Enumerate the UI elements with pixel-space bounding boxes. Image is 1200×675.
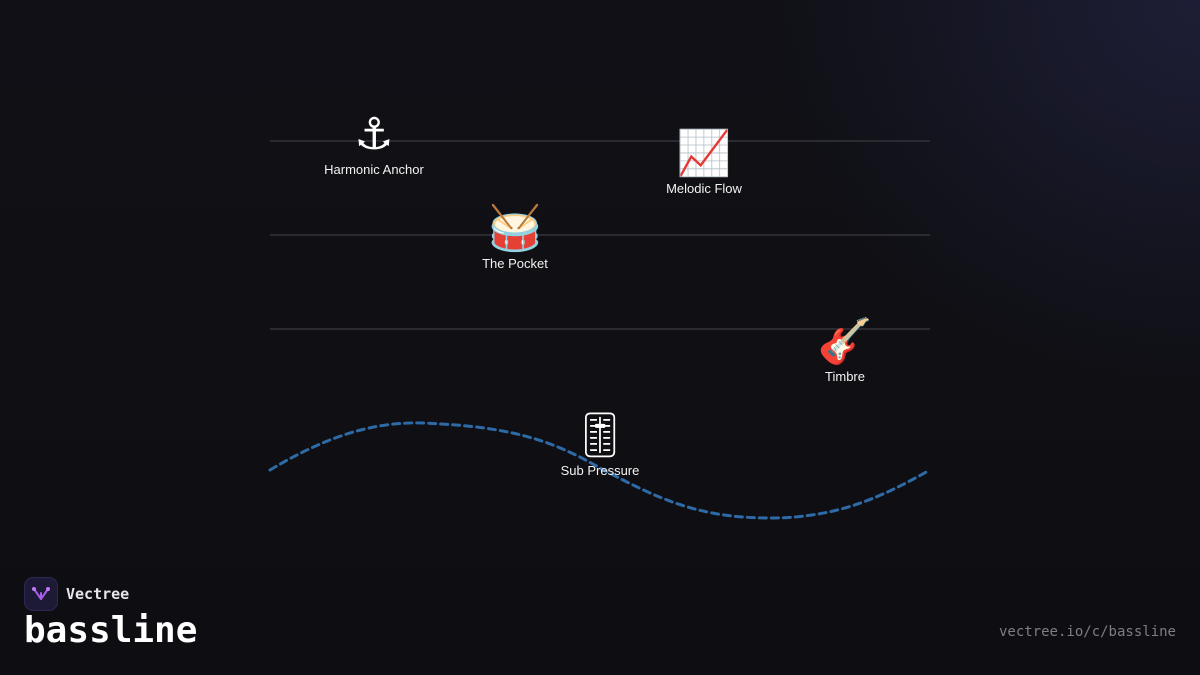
guide-line-bottom — [270, 328, 930, 330]
node-melodic-flow[interactable]: 📈 Melodic Flow — [624, 128, 784, 197]
brand: Vectree — [24, 577, 129, 611]
node-sub-pressure[interactable]: 🎚 Sub Pressure — [520, 410, 680, 479]
brand-name: Vectree — [66, 585, 130, 603]
chart-increasing-icon: 📈 — [676, 128, 732, 179]
node-label: The Pocket — [482, 256, 548, 271]
node-label: Timbre — [825, 369, 865, 384]
page-url[interactable]: vectree.io/c/bassline — [998, 624, 1176, 640]
level-slider-icon: 🎚 — [572, 410, 628, 461]
anchor-icon: ⚓ — [354, 109, 394, 160]
node-label: Melodic Flow — [666, 181, 742, 196]
node-label: Harmonic Anchor — [324, 162, 424, 177]
node-timbre[interactable]: 🎸 Timbre — [765, 316, 925, 385]
bass-wave-path — [268, 421, 932, 520]
guitar-icon: 🎸 — [817, 316, 873, 367]
drum-icon: 🥁 — [487, 203, 543, 254]
vectree-logo-icon — [24, 577, 58, 611]
guide-line-middle — [270, 234, 930, 236]
node-harmonic-anchor[interactable]: ⚓ Harmonic Anchor — [294, 109, 454, 178]
guide-line-top — [270, 140, 930, 142]
node-label: Sub Pressure — [560, 463, 640, 478]
page-title: bassline — [24, 610, 198, 651]
node-the-pocket[interactable]: 🥁 The Pocket — [435, 203, 595, 272]
